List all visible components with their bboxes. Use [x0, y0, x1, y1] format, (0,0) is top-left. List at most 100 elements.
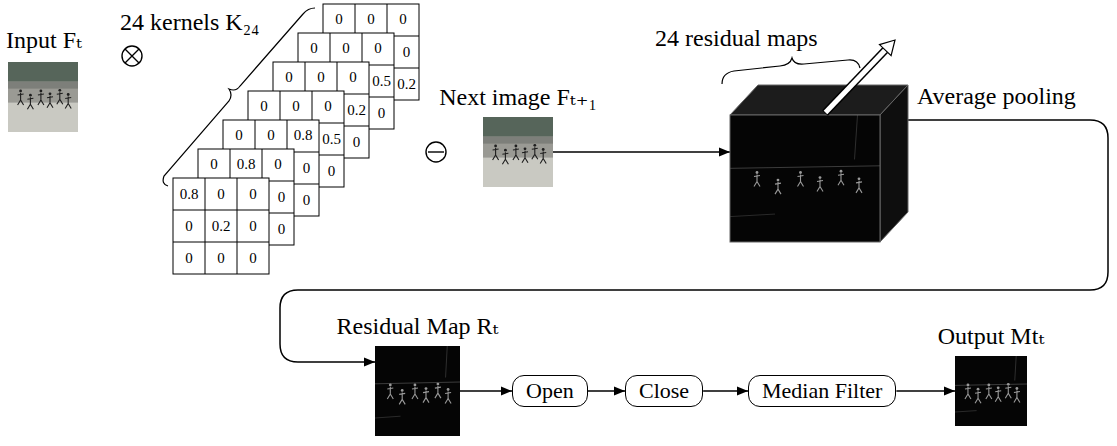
kernel-value: 0: [378, 106, 386, 121]
process-box: Open: [512, 375, 588, 407]
kernel-value: 0: [249, 187, 257, 202]
player-figure: [542, 148, 545, 151]
process-box: Median Filter: [748, 375, 896, 407]
convolution-operator: [122, 46, 142, 66]
kernel-value: 0: [292, 99, 300, 114]
residual-edge: [855, 115, 858, 159]
player-figure: [423, 391, 429, 403]
player-figure: [67, 93, 70, 96]
stack-direction-arrow: [825, 40, 895, 113]
residual-edge: [955, 411, 977, 412]
player-figure: [502, 152, 508, 164]
player-figure: [975, 391, 981, 403]
operator-minus: [428, 151, 444, 152]
kernel-value: 0: [367, 12, 375, 27]
player-figure: [754, 175, 760, 187]
box-text: Median Filter: [762, 378, 882, 404]
shape-svg: [730, 85, 908, 242]
residual-cube-faces: [730, 85, 908, 242]
player-figure: [856, 181, 862, 193]
player-figure: [399, 392, 405, 404]
node-heading: Output Mtₜ: [938, 322, 1045, 350]
dark-ground: [730, 115, 880, 242]
player-figure: [65, 97, 71, 109]
court-edge: [483, 137, 553, 144]
kernel-value: 0: [317, 70, 325, 85]
court-ground: [8, 62, 78, 132]
operator-cross: [125, 49, 139, 63]
cube-front: [730, 115, 880, 242]
flow-arrow: [588, 390, 625, 392]
kernel-value: 0: [374, 41, 382, 56]
player-figure: [389, 384, 392, 387]
residual-edge: [955, 384, 1027, 385]
kernel-value: 0: [342, 41, 350, 56]
next-frame: Next image Fₜ₊₁: [483, 117, 553, 187]
residual-edge: [730, 214, 775, 217]
kernel-value: 0: [267, 128, 275, 143]
kernel-value: 0.2: [397, 77, 416, 92]
edge-label: Average pooling: [915, 82, 1078, 110]
player-figure: [504, 149, 507, 152]
flow-arrow: [460, 390, 512, 392]
player-figure: [493, 148, 499, 160]
player-figure: [524, 147, 527, 150]
kernel-value: 0.2: [347, 103, 366, 118]
kernel-grid: [173, 178, 269, 274]
player-figure: [965, 387, 971, 399]
player-figure: [425, 387, 428, 390]
kernel-value: 0: [285, 70, 293, 85]
player-figure: [1007, 383, 1010, 386]
kernel-value: 0: [249, 219, 257, 234]
player-figure: [513, 148, 519, 160]
player-figure: [798, 175, 804, 187]
box-text: Open: [526, 378, 574, 404]
kernel-grid-frame: [173, 178, 269, 274]
kernel-value: 0: [260, 99, 268, 114]
node-heading: Residual Map Rₜ: [337, 312, 499, 340]
process-box: Close: [625, 375, 703, 407]
arrow-tip: [880, 40, 896, 56]
kernel-value: 0: [310, 41, 318, 56]
player-figure: [986, 387, 992, 399]
player-figure: [533, 144, 536, 147]
player-figure: [412, 387, 418, 399]
player-figure: [19, 90, 22, 93]
kernel-value: 0: [278, 190, 286, 205]
flow-arrow: [896, 390, 955, 392]
node-heading: 24 residual maps: [655, 24, 818, 52]
player-figure: [57, 92, 63, 104]
court-floor: [8, 103, 78, 132]
player-figure: [997, 386, 1000, 389]
player-figure: [858, 177, 861, 180]
stands: [8, 62, 78, 82]
player-figure: [1005, 386, 1011, 398]
box-text: Close: [639, 378, 689, 404]
player-figure: [401, 389, 404, 392]
player-figure: [435, 386, 441, 398]
player-figure: [18, 93, 24, 105]
kernel-value: 0: [217, 251, 225, 266]
player-figure: [445, 392, 451, 404]
residual-edge: [730, 166, 880, 169]
output-map: Output Mtₜ: [955, 356, 1027, 426]
court-edge: [8, 82, 78, 89]
player-figure: [838, 173, 844, 185]
shape-svg: [483, 117, 553, 187]
dark-ground: [955, 356, 1027, 426]
kernel-value: 0: [328, 164, 336, 179]
court-ground: [483, 117, 553, 187]
kernel-value: 0: [349, 70, 357, 85]
node-heading: 24 kernels K₂₄: [120, 8, 259, 36]
flow-arrow: [280, 120, 1108, 362]
residual-map: Residual Map Rₜ: [375, 346, 460, 436]
kernel-value: 0: [210, 157, 218, 172]
player-figure: [38, 93, 44, 105]
player-figure: [840, 170, 843, 173]
player-figure: [1016, 387, 1019, 390]
residual-brace: [722, 58, 860, 84]
player-figure: [540, 152, 546, 164]
player-figure: [756, 171, 759, 174]
kernel-value: 0.5: [372, 74, 391, 89]
player-figure: [775, 182, 781, 194]
